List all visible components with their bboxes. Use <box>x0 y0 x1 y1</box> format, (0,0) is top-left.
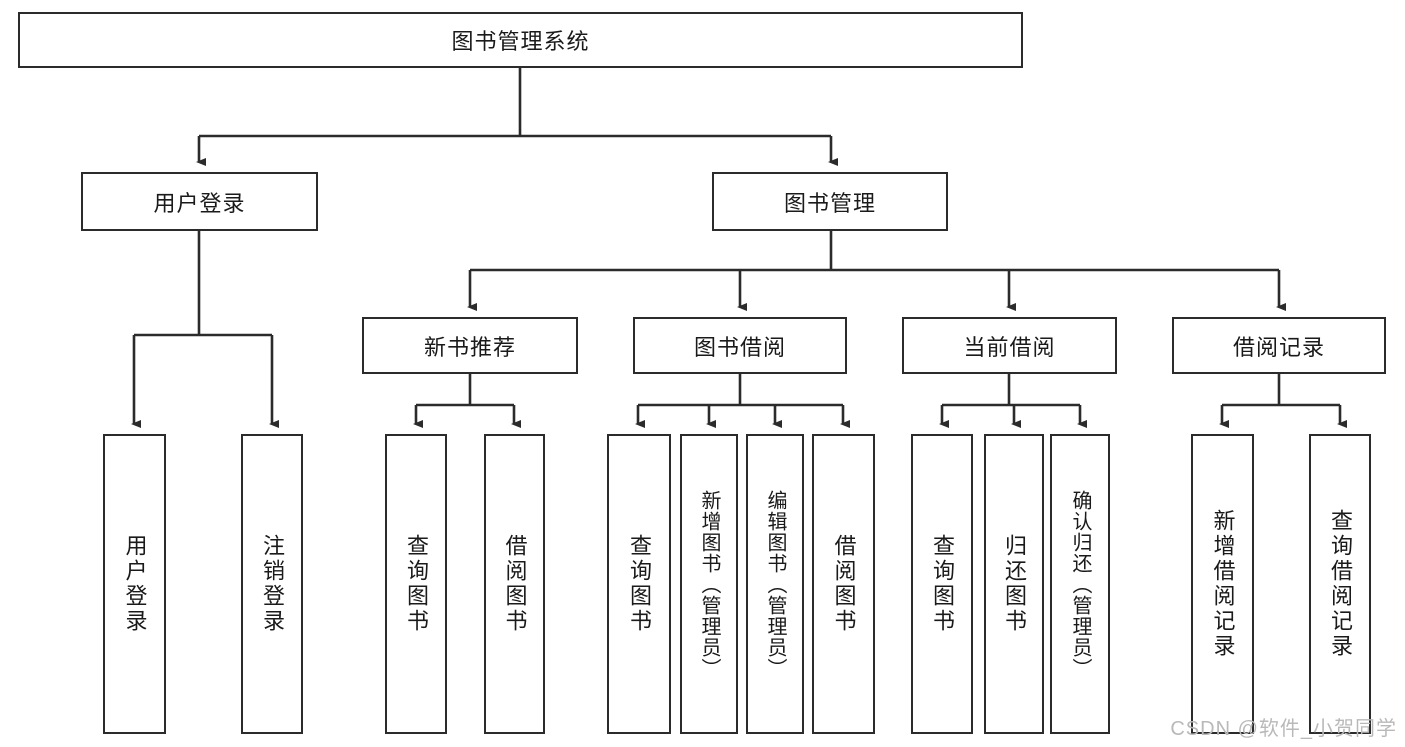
node-label: 图书管理 <box>783 190 876 216</box>
node-book-management[interactable]: 图书管理 <box>712 172 948 231</box>
node-label: 新增借阅记录 <box>1210 509 1236 659</box>
node-label: 确认归还（管理员） <box>1069 489 1091 679</box>
leaf-query-book-current[interactable]: 查询图书 <box>911 434 973 734</box>
leaf-edit-book-admin[interactable]: 编辑图书（管理员） <box>746 434 804 734</box>
leaf-borrow-book[interactable]: 借阅图书 <box>812 434 875 734</box>
leaf-query-book-borrow[interactable]: 查询图书 <box>607 434 671 734</box>
node-root-system[interactable]: 图书管理系统 <box>18 12 1023 68</box>
node-current-borrow[interactable]: 当前借阅 <box>902 317 1117 374</box>
leaf-borrow-book-recommend[interactable]: 借阅图书 <box>484 434 545 734</box>
node-label: 查询借阅记录 <box>1328 509 1353 659</box>
node-label: 归还图书 <box>1002 534 1027 634</box>
node-book-borrow[interactable]: 图书借阅 <box>633 317 847 374</box>
node-label: 用户登录 <box>153 190 246 216</box>
leaf-logout[interactable]: 注销登录 <box>241 434 303 734</box>
node-label: 借阅图书 <box>502 534 528 634</box>
node-new-book-recommend[interactable]: 新书推荐 <box>362 317 578 374</box>
leaf-query-book-recommend[interactable]: 查询图书 <box>385 434 447 734</box>
node-label: 查询图书 <box>930 534 955 634</box>
node-label: 编辑图书（管理员） <box>764 489 786 679</box>
node-label: 图书借阅 <box>693 334 786 360</box>
node-label: 新书推荐 <box>423 334 516 360</box>
node-label: 当前借阅 <box>963 334 1056 360</box>
node-label: 查询图书 <box>404 534 429 634</box>
leaf-return-book[interactable]: 归还图书 <box>984 434 1044 734</box>
node-label: 借阅图书 <box>831 534 857 634</box>
leaf-query-borrow-record[interactable]: 查询借阅记录 <box>1309 434 1371 734</box>
leaf-add-borrow-record[interactable]: 新增借阅记录 <box>1191 434 1254 734</box>
node-label: 查询图书 <box>627 534 652 634</box>
node-label: 借阅记录 <box>1232 334 1325 360</box>
node-label: 注销登录 <box>260 534 285 634</box>
watermark-credit: CSDN @软件_小贺同学 <box>1170 718 1397 740</box>
node-borrow-record[interactable]: 借阅记录 <box>1172 317 1386 374</box>
node-label: 图书管理系统 <box>451 29 590 54</box>
node-label: 新增图书（管理员） <box>698 489 720 679</box>
node-label: 用户登录 <box>122 534 148 634</box>
leaf-confirm-return-admin[interactable]: 确认归还（管理员） <box>1050 434 1110 734</box>
node-user-login[interactable]: 用户登录 <box>81 172 318 231</box>
leaf-add-book-admin[interactable]: 新增图书（管理员） <box>680 434 738 734</box>
leaf-user-login[interactable]: 用户登录 <box>103 434 166 734</box>
